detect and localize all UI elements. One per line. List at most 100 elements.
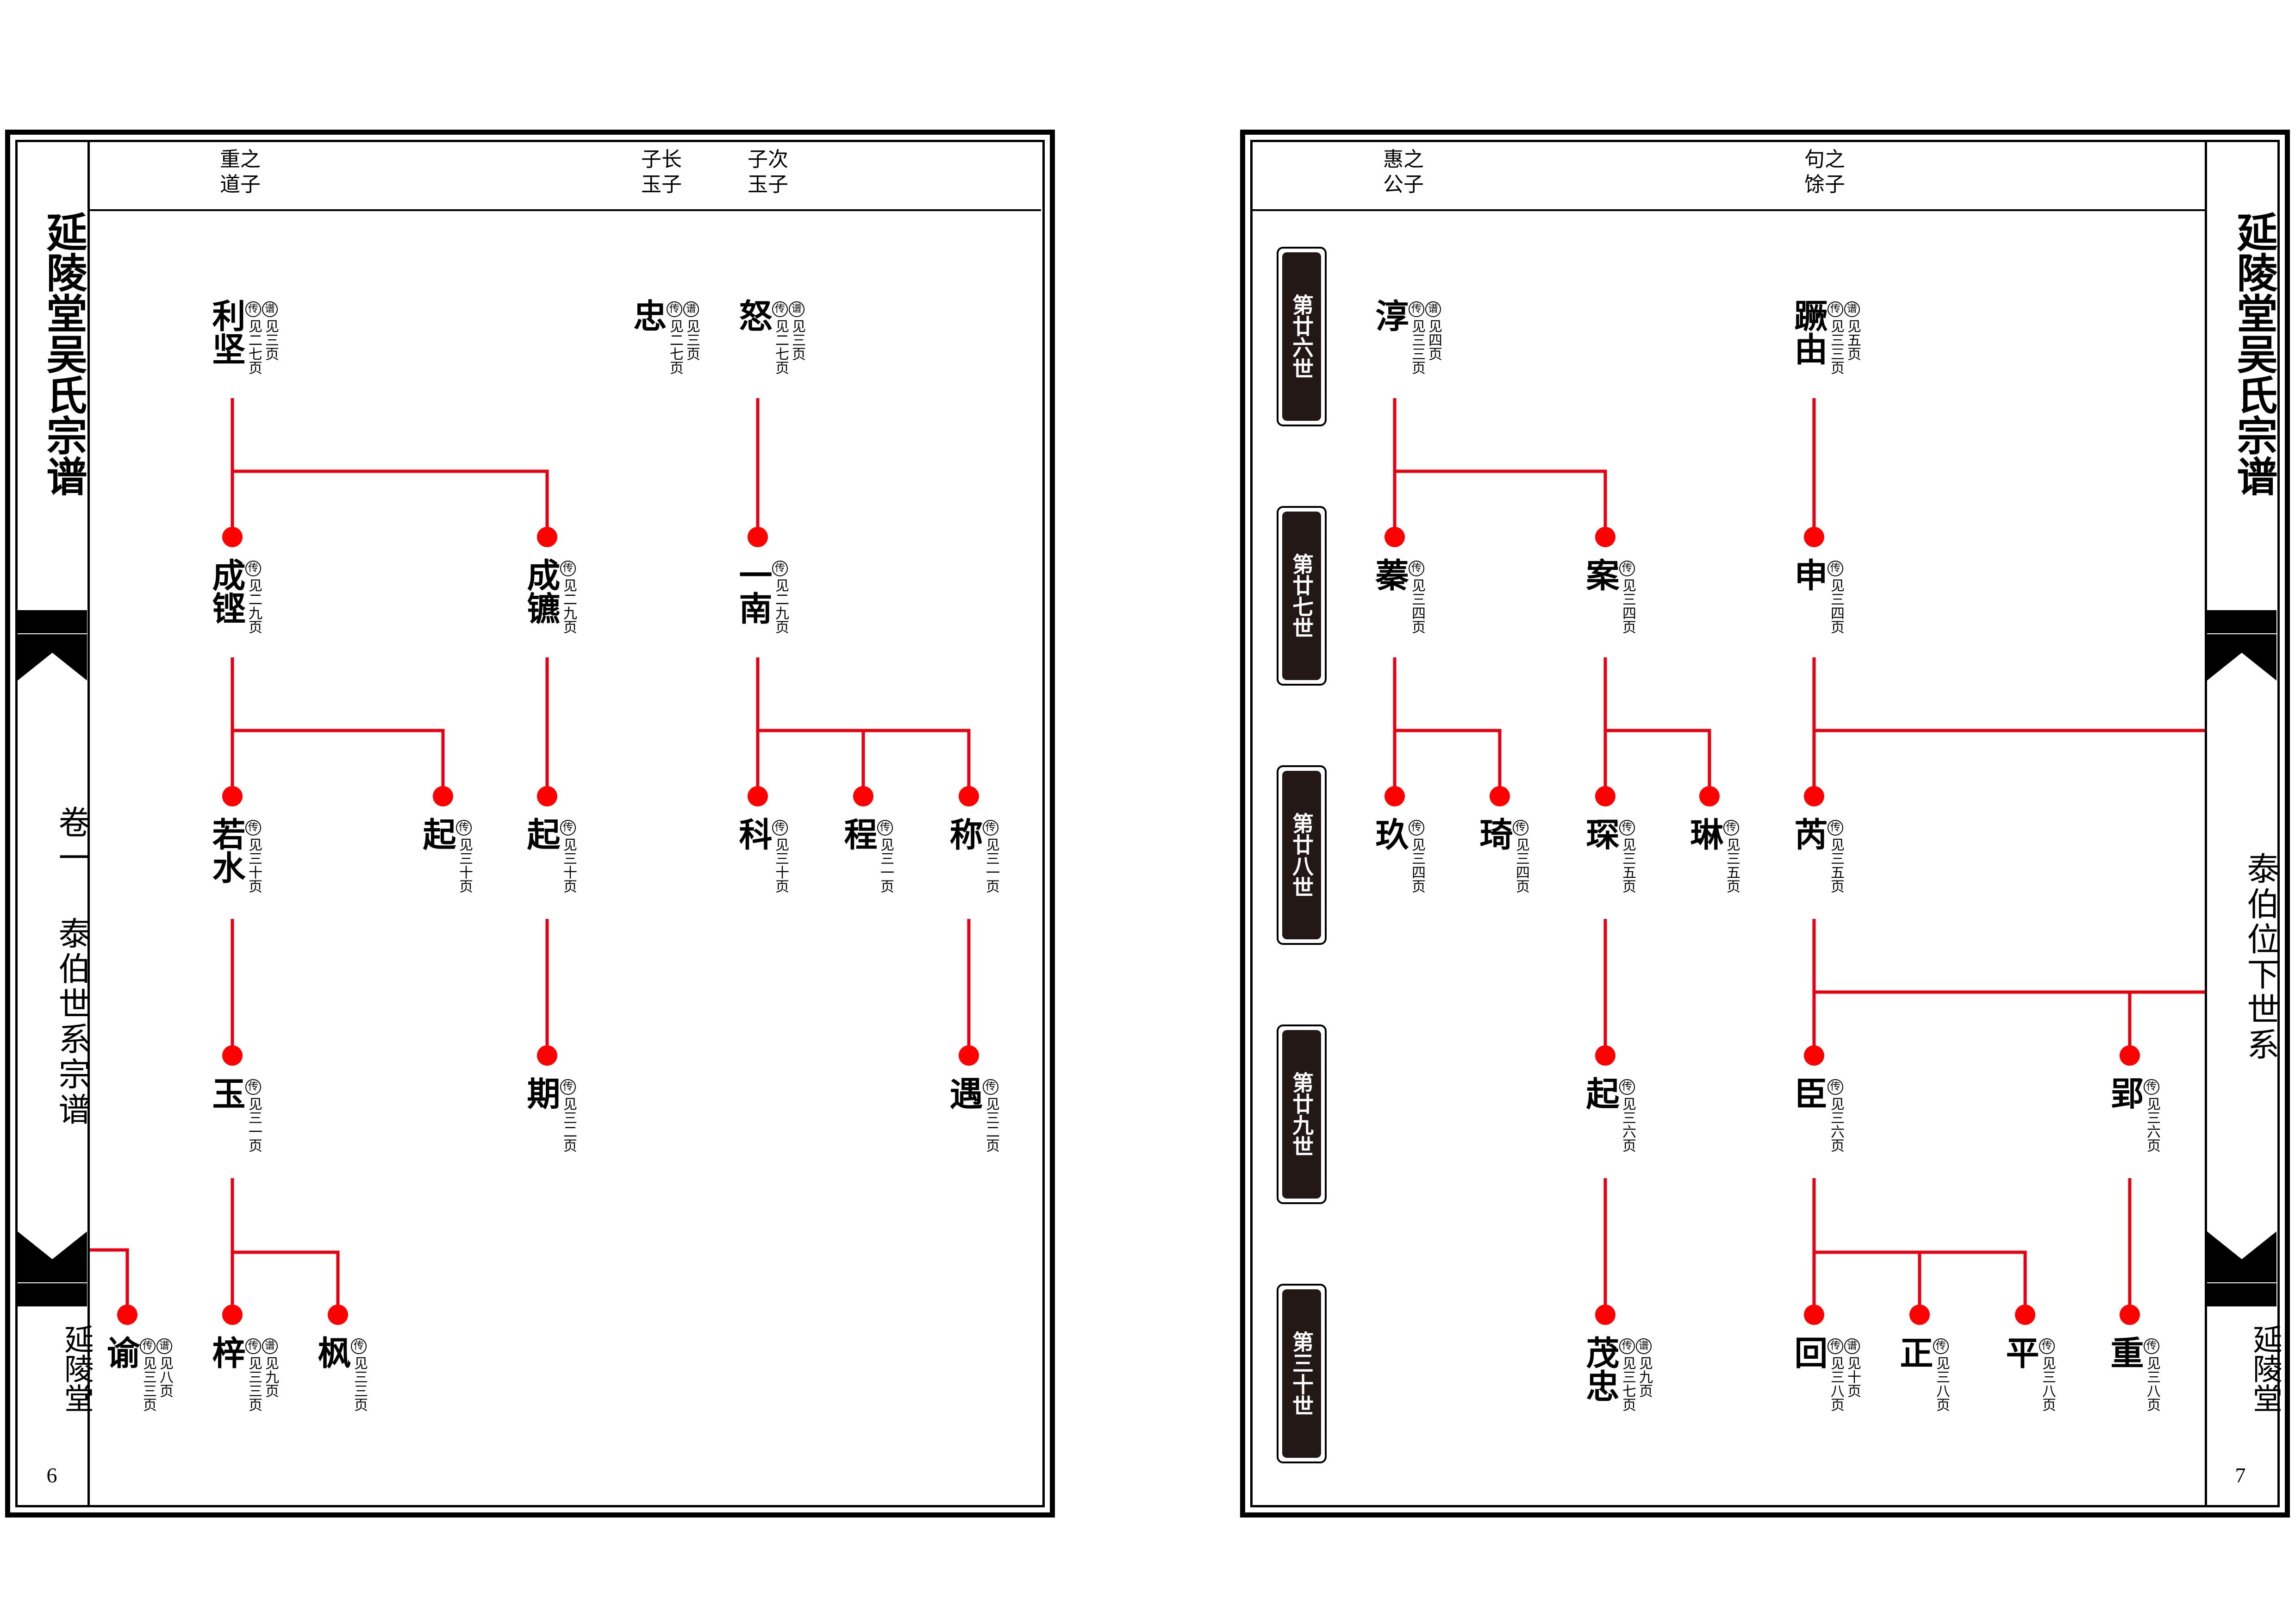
page-reference: 见九页: [1636, 1356, 1653, 1398]
right-tree-lines: [1384, 398, 2205, 1325]
page-reference: 见三二页: [983, 1097, 999, 1152]
person-name: 琳: [1684, 817, 1724, 850]
person-name: 淳: [1370, 299, 1409, 332]
annotation-badge: 传: [560, 561, 576, 576]
annotation-badge: 传: [1619, 1338, 1635, 1354]
page-number: 7: [2235, 1463, 2246, 1487]
page-reference: 见三页: [262, 319, 279, 361]
annotation-badges: 传: [983, 820, 998, 836]
page-reference: 见三三页: [1828, 319, 1844, 375]
page-reference: 见三八页: [2144, 1356, 2160, 1412]
annotation-badges: 传谱: [772, 301, 804, 317]
page-reference: 见三八页: [2039, 1356, 2056, 1412]
annotation-badge: 传: [1409, 561, 1424, 576]
person-name: 怒: [733, 299, 773, 332]
page-reference: 见三十页: [246, 837, 262, 893]
page-reference: 见三三页: [246, 1356, 262, 1412]
page-number: 6: [46, 1463, 57, 1487]
page-reference: 见二七页: [773, 319, 789, 375]
person-name: 蓁: [1370, 558, 1409, 591]
generation-badge: 第廿九世: [1277, 1024, 1327, 1204]
person-name: 起: [521, 817, 561, 850]
annotation-badge: 传: [245, 820, 261, 836]
annotation-badge: 谱: [1636, 1338, 1652, 1354]
annotation-badges: 传: [245, 820, 261, 836]
annotation-badges: 传: [1827, 1079, 1843, 1095]
page-reference: 见三四页: [1828, 578, 1844, 634]
annotation-badges: 传: [1827, 561, 1843, 576]
annotation-badges: 传: [1409, 561, 1424, 576]
annotation-badge: 传: [1619, 1079, 1635, 1095]
annotation-badge: 传: [245, 301, 261, 317]
annotation-badge: 传: [245, 561, 261, 576]
annotation-badges: 传谱: [1827, 301, 1860, 317]
spine-hall: 延陵堂: [2248, 1324, 2282, 1413]
header-lineage-3: 子次 玉子: [748, 148, 788, 196]
header-lineage-2: 子长 玉子: [641, 148, 682, 196]
page-reference: 见三页: [789, 319, 805, 361]
annotation-badges: 传: [1827, 820, 1843, 836]
annotation-badges: 传: [983, 1079, 998, 1095]
annotation-badge: 传: [1827, 1079, 1843, 1095]
spine-subtitle: 泰伯位下世系: [2242, 852, 2280, 1063]
person-name: 重: [2105, 1336, 2144, 1369]
person-name: 臣: [1789, 1076, 1828, 1110]
person-name: 成铿: [206, 558, 246, 625]
page-reference: 见二九页: [561, 578, 577, 634]
annotation-badge: 传: [1513, 820, 1528, 836]
page-reference: 见三十页: [456, 837, 473, 893]
annotation-badge: 传: [1933, 1338, 1949, 1354]
annotation-badges: 传: [1409, 820, 1424, 836]
page-reference: 见三八页: [1933, 1356, 1950, 1412]
annotation-badge: 传: [1409, 820, 1424, 836]
annotation-badge: 谱: [1425, 301, 1441, 317]
page-reference: 见五页: [1845, 319, 1861, 361]
annotation-badge: 传: [667, 301, 682, 317]
annotation-badge: 传: [983, 1079, 998, 1095]
annotation-badge: 传: [1827, 820, 1843, 836]
person-name: 谕: [101, 1336, 140, 1369]
person-name: 茂忠: [1580, 1336, 1620, 1402]
spine-hall: 延陵堂: [59, 1324, 94, 1413]
person-name: 称: [944, 817, 983, 850]
person-name: 琦: [1474, 817, 1513, 850]
person-name: 利坚: [206, 299, 246, 365]
annotation-badges: 传: [560, 561, 576, 576]
page-reference: 见三三页: [351, 1356, 368, 1412]
annotation-badge: 传: [1827, 561, 1843, 576]
page-reference: 见三五页: [1828, 837, 1844, 893]
person-name: 若水: [206, 817, 246, 884]
page-reference: 见三六页: [2144, 1097, 2160, 1152]
annotation-badges: 传: [1723, 820, 1739, 836]
annotation-badge: 传: [1827, 1338, 1843, 1354]
page-reference: 见三五页: [1620, 837, 1636, 893]
page-reference: 见三四页: [1513, 837, 1529, 893]
page-reference: 见八页: [157, 1356, 173, 1398]
annotation-badge: 传: [1827, 301, 1843, 317]
annotation-badge: 谱: [683, 301, 699, 317]
person-name: 平: [2000, 1336, 2039, 1369]
person-name: 玖: [1370, 817, 1409, 850]
inner-frame: [15, 140, 1045, 1507]
generation-badge: 第廿六世: [1277, 247, 1327, 426]
annotation-badges: 传: [1933, 1338, 1949, 1354]
annotation-badges: 传: [2144, 1079, 2159, 1095]
person-name: 枫: [312, 1336, 351, 1369]
header-lineage-1: 惠之 公子: [1383, 148, 1424, 196]
inner-frame: [1250, 140, 2280, 1507]
annotation-badges: 传: [1513, 820, 1528, 836]
annotation-badge: 传: [245, 1338, 261, 1354]
page-reference: 见三十页: [561, 837, 577, 893]
person-name: 案: [1580, 558, 1620, 591]
annotation-badges: 传: [2039, 1338, 2055, 1354]
page-reference: 见三五页: [1724, 837, 1740, 893]
page-reference: 见十页: [1845, 1356, 1861, 1398]
annotation-badges: 传: [772, 820, 788, 836]
annotation-badge: 传: [2144, 1338, 2159, 1354]
person-name: 蹶由: [1789, 299, 1828, 365]
generation-badge: 第三十世: [1277, 1284, 1327, 1463]
annotation-badges: 传谱: [667, 301, 699, 317]
page-reference: 见二九页: [246, 578, 262, 634]
annotation-badges: 传: [1619, 1079, 1635, 1095]
page-reference: 见三七页: [1620, 1356, 1636, 1412]
